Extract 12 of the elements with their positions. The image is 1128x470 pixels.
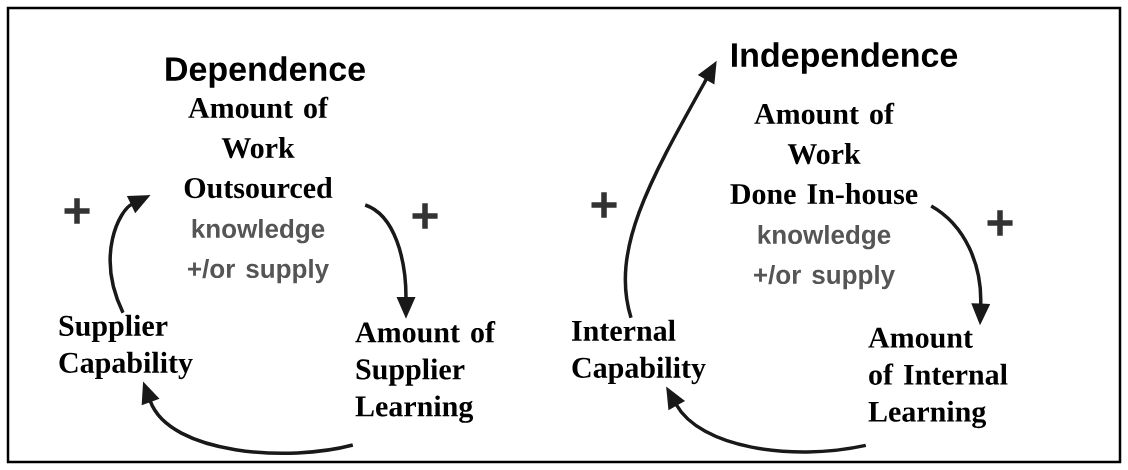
loop-heading: Independence: [732, 42, 958, 74]
variable-label: Amount of Internal Learning: [868, 327, 1008, 429]
loop-heading: Dependence: [166, 56, 365, 88]
polarity-sign: +: [984, 209, 1016, 241]
polarity-sign: +: [409, 202, 441, 234]
variable-label: Amount of Work Done In-house knowledge +/or supply: [730, 102, 918, 290]
variable-label: Amount of Work Outsourced knowledge +/or supply: [184, 96, 333, 284]
polarity-sign: +: [588, 191, 620, 223]
variable-label: Supplier Capability: [59, 314, 193, 380]
polarity-sign: +: [61, 197, 93, 229]
variable-label: Amount of Supplier Learning: [355, 321, 496, 423]
variable-label: Internal Capability: [572, 319, 706, 385]
